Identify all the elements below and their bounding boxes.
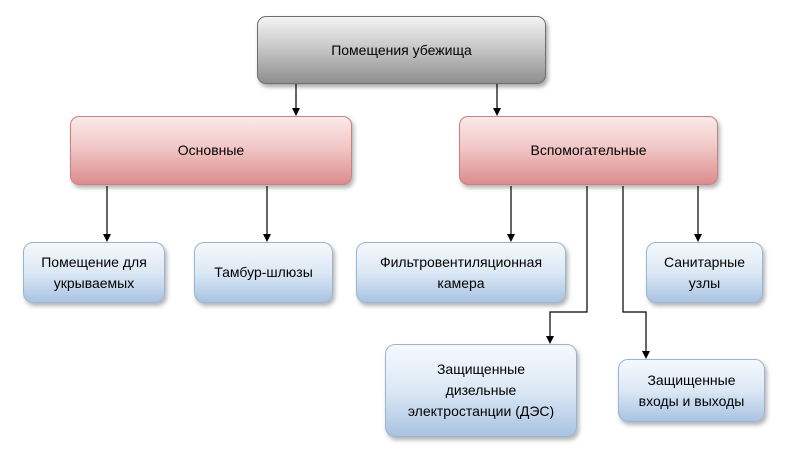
- leaf-protected-exits: Защищенные входы и выходы: [618, 359, 765, 422]
- leaf-tambur-locks-label: Тамбур-шлюзы: [214, 264, 313, 280]
- leaf-sanitary-label: Санитарные узлы: [663, 253, 745, 291]
- root-label: Помещения убежища: [331, 41, 472, 58]
- vsp-to-exits-arrow: [622, 186, 650, 359]
- leaf-filter-ventilation: Фильтровентиляционная камера: [356, 242, 566, 303]
- leaf-filter-ventilation-label: Фильтровентиляционная камера: [379, 253, 543, 291]
- leaf-tambur-locks: Тамбур-шлюзы: [194, 242, 333, 303]
- leaf-diesel-stations: Защищенные дизельные электростанции (ДЭС…: [385, 344, 577, 437]
- category-osnovnye-label: Основные: [177, 142, 245, 158]
- vsp-to-des-arrow: [546, 186, 588, 344]
- leaf-shelter-room-label: Помещение для укрываемых: [41, 253, 147, 291]
- category-vspomogatelnye: Вспомогательные: [459, 116, 718, 185]
- category-osnovnye: Основные: [70, 116, 352, 185]
- leaf-protected-exits-label: Защищенные входы и выходы: [638, 371, 745, 409]
- leaf-shelter-room: Помещение для укрываемых: [23, 242, 165, 303]
- leaf-sanitary: Санитарные узлы: [646, 242, 763, 303]
- leaf-diesel-stations-label: Защищенные дизельные электростанции (ДЭС…: [407, 361, 555, 419]
- root-node: Помещения убежища: [257, 16, 546, 84]
- category-vspomogatelnye-label: Вспомогательные: [530, 142, 647, 158]
